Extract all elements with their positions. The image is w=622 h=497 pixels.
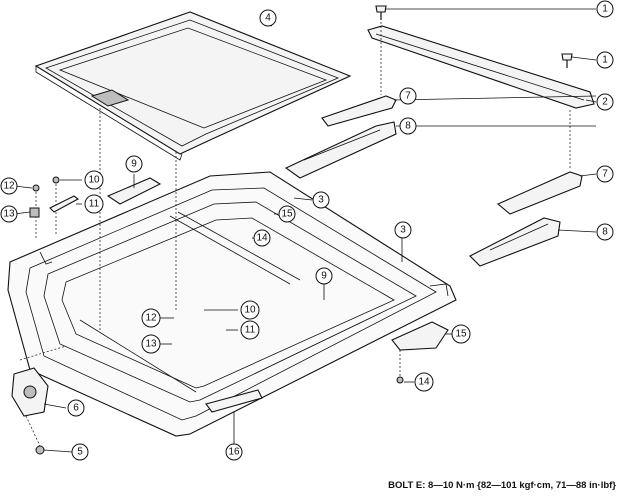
svg-text:13: 13 bbox=[3, 209, 15, 220]
svg-text:8: 8 bbox=[602, 227, 608, 238]
callout-8-right: 8 bbox=[596, 223, 614, 241]
svg-text:15: 15 bbox=[455, 329, 467, 340]
svg-text:10: 10 bbox=[244, 305, 256, 316]
svg-text:14: 14 bbox=[418, 377, 430, 388]
callout-13-upper: 13 bbox=[0, 205, 18, 223]
callout-10-upper: 10 bbox=[84, 170, 104, 190]
callout-10-lower: 10 bbox=[240, 300, 260, 320]
svg-text:1: 1 bbox=[602, 55, 608, 66]
callout-1-right: 1 bbox=[596, 51, 614, 69]
svg-text:11: 11 bbox=[245, 325, 256, 336]
svg-text:16: 16 bbox=[228, 447, 240, 458]
bolt-1-upper bbox=[375, 5, 387, 95]
callout-13-lower: 13 bbox=[141, 334, 161, 354]
leader-lines bbox=[13, 8, 597, 453]
svg-text:14: 14 bbox=[256, 233, 268, 244]
svg-text:3: 3 bbox=[400, 225, 406, 236]
svg-text:11: 11 bbox=[89, 199, 100, 210]
bolt-1-right bbox=[561, 53, 573, 68]
svg-text:6: 6 bbox=[73, 403, 79, 414]
svg-text:3: 3 bbox=[318, 195, 324, 206]
lift-arm-right bbox=[469, 217, 561, 267]
svg-text:12: 12 bbox=[3, 181, 15, 192]
svg-text:13: 13 bbox=[145, 339, 157, 350]
svg-text:2: 2 bbox=[602, 97, 608, 108]
guide-link-right bbox=[496, 110, 583, 215]
svg-text:12: 12 bbox=[145, 313, 157, 324]
callout-14-right: 14 bbox=[414, 372, 434, 392]
callout-9-upper: 9 bbox=[125, 155, 143, 173]
svg-text:5: 5 bbox=[77, 447, 83, 458]
callout-3-right: 3 bbox=[394, 221, 412, 239]
guide-link-upper bbox=[321, 95, 397, 127]
sunroof-glass-panel bbox=[34, 11, 352, 161]
svg-text:9: 9 bbox=[131, 159, 137, 170]
callout-11-upper: 11 bbox=[84, 194, 104, 214]
callout-2: 2 bbox=[596, 93, 614, 111]
callout-6: 6 bbox=[67, 399, 85, 417]
bracket-15-right bbox=[391, 321, 449, 376]
holder-13-upper bbox=[29, 207, 40, 218]
callout-12-upper: 12 bbox=[0, 177, 18, 195]
screw-14-right bbox=[396, 376, 404, 384]
lift-arm-upper bbox=[284, 121, 397, 179]
clip-11-upper bbox=[49, 195, 80, 213]
sunroof-motor bbox=[11, 345, 67, 447]
svg-text:7: 7 bbox=[405, 91, 411, 102]
callout-4: 4 bbox=[259, 9, 277, 27]
svg-text:15: 15 bbox=[281, 209, 293, 220]
callout-8-upper: 8 bbox=[399, 117, 417, 135]
svg-text:10: 10 bbox=[88, 175, 100, 186]
svg-text:8: 8 bbox=[405, 121, 411, 132]
callout-11-lower: 11 bbox=[240, 320, 260, 340]
callout-12-lower: 12 bbox=[141, 308, 161, 328]
svg-text:1: 1 bbox=[602, 4, 608, 15]
sunroof-frame bbox=[7, 108, 457, 437]
callout-5: 5 bbox=[71, 443, 89, 461]
rear-trim-16 bbox=[205, 389, 263, 444]
callout-1-upper: 1 bbox=[596, 0, 614, 18]
callout-16: 16 bbox=[225, 443, 243, 461]
svg-text:4: 4 bbox=[265, 13, 271, 24]
svg-text:9: 9 bbox=[321, 271, 327, 282]
callout-15-upper: 15 bbox=[278, 205, 296, 223]
callout-3-upper: 3 bbox=[312, 191, 330, 209]
callout-7-upper: 7 bbox=[399, 87, 417, 105]
callout-15-right: 15 bbox=[451, 324, 471, 344]
callout-14-upper: 14 bbox=[253, 229, 271, 247]
torque-specification-note: BOLT E: 8—10 N·m {82—101 kgf·cm, 71—88 i… bbox=[388, 480, 616, 491]
wind-deflector-rail bbox=[367, 25, 595, 109]
svg-text:7: 7 bbox=[602, 169, 608, 180]
bolt-5 bbox=[35, 445, 45, 455]
sunshade-guide-upper bbox=[106, 177, 162, 205]
callout-7-right: 7 bbox=[596, 165, 614, 183]
callout-9-right: 9 bbox=[315, 267, 333, 285]
